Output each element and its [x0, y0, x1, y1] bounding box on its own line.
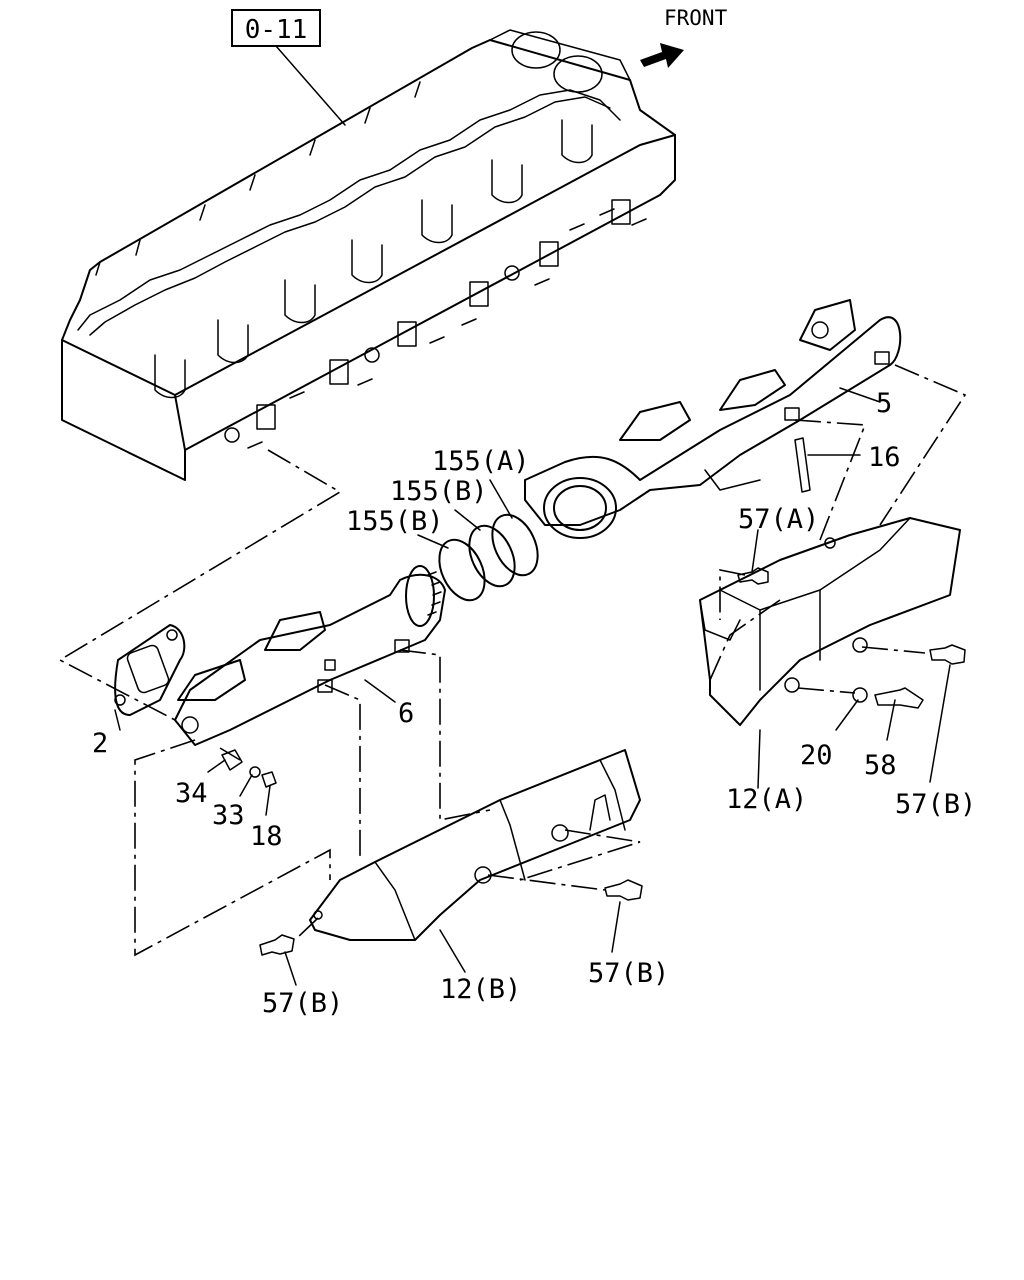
callout-155b-upper: 155(B): [390, 476, 488, 507]
nut-18-icon: [261, 771, 277, 788]
callout-2: 2: [92, 728, 108, 759]
exhaust-manifold-rear[interactable]: [524, 299, 902, 539]
callout-12a: 12(A): [726, 784, 807, 815]
callout-18: 18: [250, 821, 283, 852]
callout-16: 16: [868, 442, 901, 473]
bolt-57b-left-icon: [259, 934, 295, 956]
callout-57a: 57(A): [738, 504, 819, 535]
callout-34: 34: [175, 778, 208, 809]
seal-rings[interactable]: [430, 508, 546, 608]
callout-155a: 155(A): [432, 446, 530, 477]
phantom-lines: [58, 364, 967, 957]
callout-33: 33: [212, 800, 245, 831]
front-label: FRONT: [664, 6, 728, 30]
reference-box-label: 0-11: [245, 15, 308, 45]
stud-16-icon: [794, 437, 811, 493]
callout-5: 5: [876, 388, 892, 419]
heat-shield-b[interactable]: [309, 749, 641, 941]
washer-33-icon: [249, 766, 261, 778]
callout-155b-lower: 155(B): [346, 506, 444, 537]
heat-shield-a[interactable]: [699, 517, 961, 726]
callout-12b: 12(B): [440, 974, 521, 1005]
callout-57b-right: 57(B): [895, 789, 976, 820]
front-arrow-icon: [640, 43, 684, 68]
callouts: 5 16 155(A) 155(B) 155(B) 57(A) 6 2 34 3…: [92, 388, 976, 1019]
callout-20: 20: [800, 740, 833, 771]
nut-34-icon: [221, 749, 243, 771]
callout-57b-left: 57(B): [262, 988, 343, 1019]
washer-20-icon: [852, 687, 868, 703]
stud-58-icon: [874, 687, 924, 709]
bolt-57a-icon: [737, 567, 769, 585]
gasket[interactable]: [114, 624, 186, 716]
callout-6: 6: [398, 698, 414, 729]
bolt-57b-right-icon: [929, 644, 966, 665]
hardware: [221, 437, 966, 956]
callout-57b-mid: 57(B): [588, 958, 669, 989]
callout-58: 58: [864, 750, 897, 781]
bolt-57b-mid-icon: [604, 879, 643, 901]
reference-box[interactable]: 0-11: [231, 9, 321, 47]
reference-leader: [275, 45, 346, 126]
exhaust-manifold-front[interactable]: [174, 565, 446, 746]
leader-lines: [114, 387, 951, 986]
cylinder-head: [61, 29, 676, 481]
